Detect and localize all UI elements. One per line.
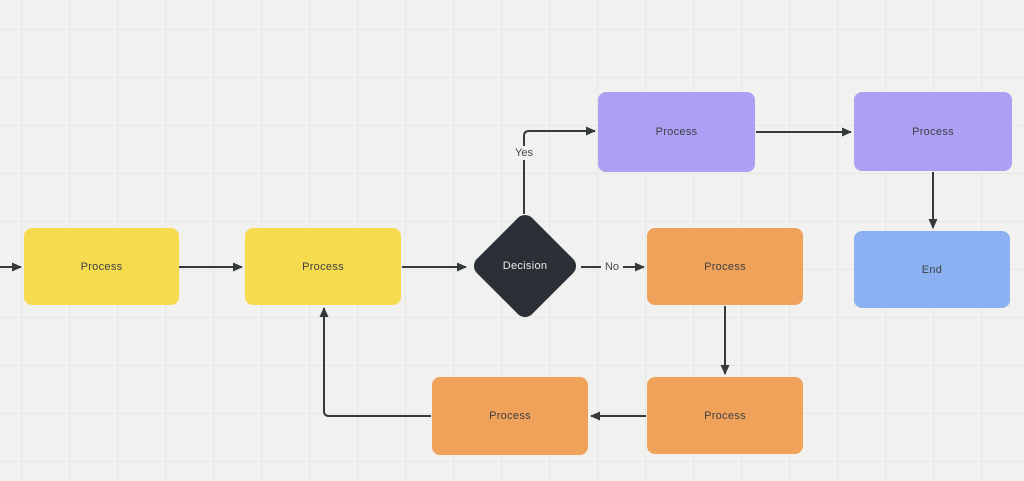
node-label: Process [489,410,531,422]
node-label: End [921,263,943,276]
node-label: Process [655,126,698,138]
node-label: Process [704,409,746,422]
node-label: Process [302,260,344,273]
node-process-yellow-1[interactable]: Process [24,228,179,305]
node-label: Process [704,260,746,273]
node-process-purple-1[interactable]: Process [598,92,755,172]
node-label: Decision [502,260,548,272]
edge-decision-yes-to-purple1[interactable] [523,126,596,214]
node-decision[interactable]: Decision [469,210,581,322]
node-process-yellow-2[interactable]: Process [245,228,401,305]
node-end[interactable]: End [854,231,1010,308]
node-label: Process [912,125,954,138]
edge-label-no[interactable]: No [600,260,624,274]
edge-label-yes[interactable]: Yes [511,146,537,160]
node-process-orange-3[interactable]: Process [432,377,588,455]
node-process-orange-2[interactable]: Process [647,377,803,454]
node-process-orange-1[interactable]: Process [647,228,803,305]
node-process-purple-2[interactable]: Process [854,92,1012,171]
node-label: Process [80,260,123,273]
edge-orange3-to-yellow2[interactable] [319,307,431,417]
